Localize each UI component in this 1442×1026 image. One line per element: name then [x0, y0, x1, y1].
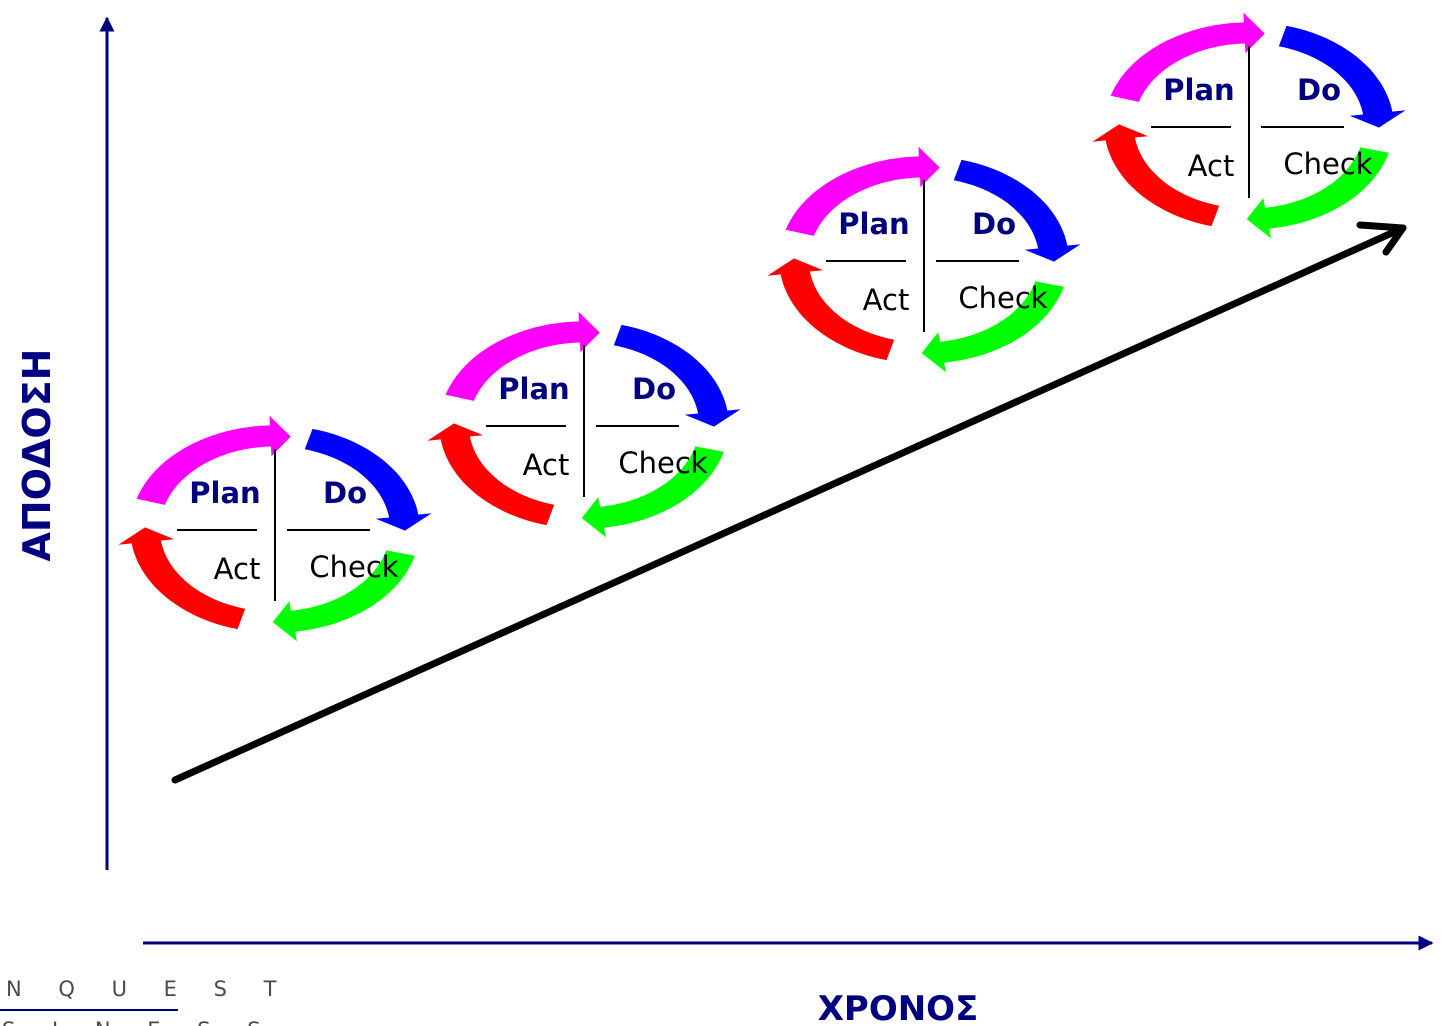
x-axis-label: ΧΡΟΝΟΣ	[818, 989, 979, 1026]
act-arrow-icon	[118, 527, 246, 630]
check-arrow-icon	[1246, 147, 1389, 239]
act-arrow-icon	[427, 423, 555, 526]
label-do: Do	[972, 207, 1016, 241]
label-plan: Plan	[838, 207, 909, 241]
check-arrow-icon	[272, 550, 415, 642]
plan-arrow-icon	[1110, 12, 1265, 102]
logo-text-line1: N Q U E S T	[6, 977, 291, 1001]
label-check: Check	[309, 550, 398, 584]
do-arrow-icon	[304, 428, 432, 531]
company-logo: N Q U E S T S I N E S S	[0, 977, 291, 1026]
act-arrow-icon	[1092, 124, 1220, 227]
trend-arrow	[171, 221, 1407, 784]
plan-arrow-icon	[445, 311, 600, 401]
label-plan: Plan	[1163, 73, 1234, 107]
label-act: Act	[863, 283, 910, 317]
do-arrow-icon	[953, 159, 1081, 262]
plan-arrow-icon	[136, 415, 291, 505]
label-check: Check	[1283, 147, 1372, 181]
label-do: Do	[1297, 73, 1341, 107]
logo-text-line2: S I N E S S	[2, 1018, 276, 1026]
label-check: Check	[958, 281, 1047, 315]
do-arrow-icon	[613, 324, 741, 427]
check-arrow-icon	[581, 446, 724, 538]
label-act: Act	[523, 448, 570, 482]
label-do: Do	[323, 476, 367, 510]
act-arrow-icon	[767, 258, 895, 361]
label-act: Act	[214, 552, 261, 586]
label-plan: Plan	[189, 476, 260, 510]
plan-arrow-icon	[785, 146, 940, 236]
label-do: Do	[632, 372, 676, 406]
do-arrow-icon	[1278, 25, 1406, 128]
check-arrow-icon	[921, 281, 1064, 373]
label-act: Act	[1188, 149, 1235, 183]
label-plan: Plan	[498, 372, 569, 406]
y-axis-label: ΑΠΟΔΟΣΗ	[15, 349, 59, 562]
label-check: Check	[618, 446, 707, 480]
